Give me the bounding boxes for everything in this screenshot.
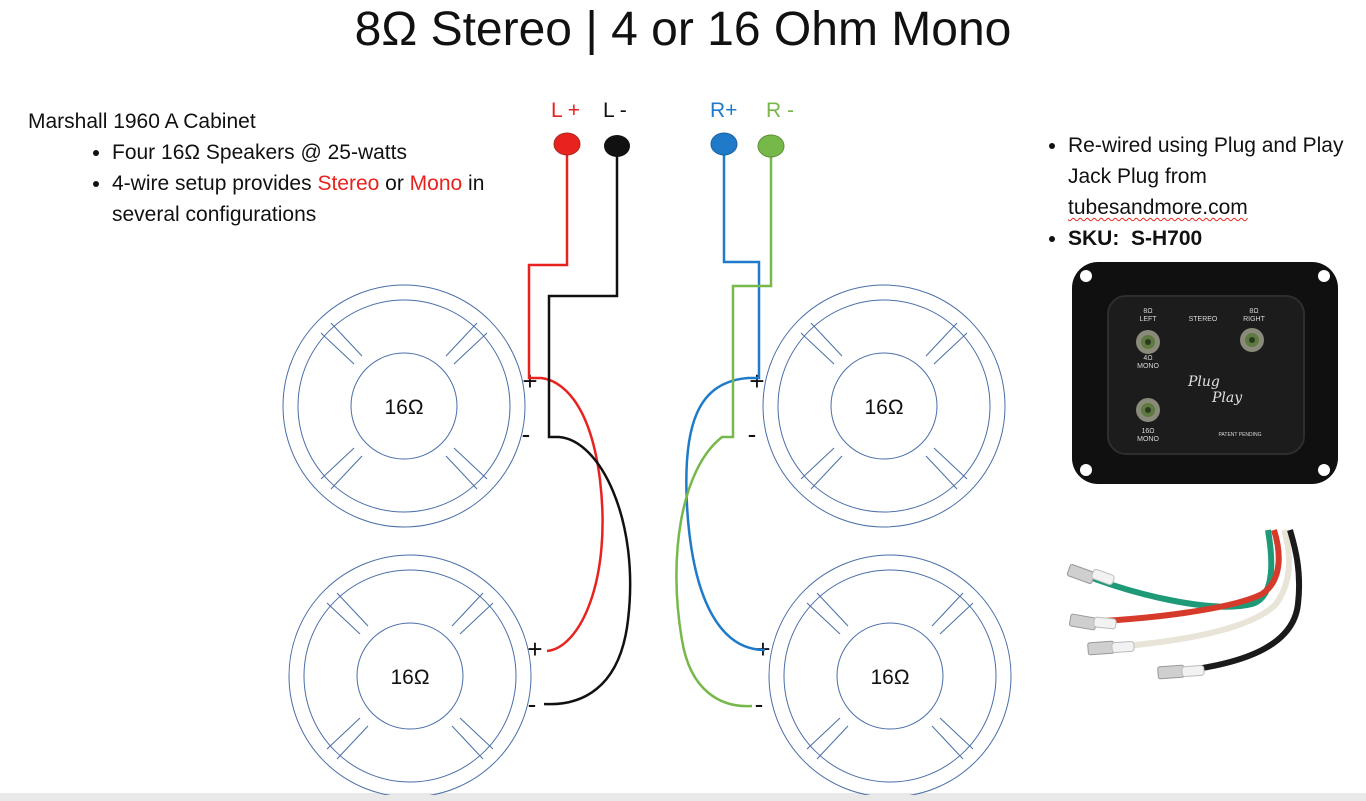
stereo-highlight: Stereo [317,172,380,195]
wire-setup-text-2: or [379,172,410,195]
polarity-minus-bottom-left: - [528,689,537,719]
polarity-minus-top-right: - [748,419,757,449]
slide-bottom-band [0,793,1366,801]
polarity-plus-top-right: + [749,366,764,396]
jack-brand-play: Play [1211,390,1243,406]
speaker-top-right-label: 16Ω [864,396,903,419]
vendor-link[interactable]: tubesandmore.com [1068,196,1248,219]
wire-harness-image [1066,529,1303,680]
speaker-bottom-right-label: 16Ω [870,666,909,689]
speaker-spec-text: Four 16Ω Speakers @ 25-watts [112,141,407,164]
terminal-label-right-plus: R+ [710,99,737,123]
rewired-bullet: Re-wired using Plug and Play Jack Plug f… [1068,130,1360,223]
cabinet-description: Marshall 1960 A Cabinet Four 16Ω Speaker… [28,106,488,230]
sku-value: S-H700 [1131,227,1203,250]
terminal-left-minus [604,135,630,157]
jack-patent-label: PATENT PENDING [1218,432,1261,438]
jack-mono16-label: MONO [1137,436,1159,443]
terminal-label-right-minus: R - [766,99,794,123]
terminal-label-right-minus-text: R - [766,99,794,122]
polarity-minus-top-left: - [522,419,531,449]
cabinet-heading: Marshall 1960 A Cabinet [28,110,256,133]
jack-right-impedance: 8Ω [1249,308,1258,315]
speaker-bottom-left-label: 16Ω [390,666,429,689]
speaker-spec-bullet: Four 16Ω Speakers @ 25-watts [112,137,488,168]
jack-brand-plug: Plug [1187,374,1220,390]
wiring-diagram: 16Ω 16Ω 16Ω 16Ω + - + - + - + - [282,132,1012,795]
terminal-label-left-minus-text: L - [603,99,627,122]
jack-socket-left [1136,330,1160,354]
terminal-label-left-plus-text: L + [551,99,580,122]
polarity-plus-top-left: + [522,366,537,396]
wire-left-plus [527,144,604,653]
wire-right-plus [685,144,766,652]
terminal-right-plus [710,132,738,156]
jack-bullets: Re-wired using Plug and Play Jack Plug f… [1030,130,1360,254]
jack-stereo-label: STEREO [1189,316,1218,323]
wire-setup-text-3: in several configurations [112,172,485,226]
jack-left-impedance: 8Ω [1143,308,1152,315]
jack-socket-mono16 [1136,398,1160,422]
terminal-right-minus [757,134,785,158]
sku-label: SKU: [1068,227,1120,250]
page-title: 8Ω Stereo | 4 or 16 Ohm Mono [354,3,1012,56]
terminal-label-left-minus: L - [603,99,627,123]
terminal-left-plus [553,132,581,156]
mono-highlight: Mono [409,172,463,195]
jack-description: Re-wired using Plug and Play Jack Plug f… [1030,130,1360,254]
wire-left-minus [543,146,632,706]
jack-mono4-impedance: 4Ω [1143,355,1152,362]
terminal-label-right-plus-text: R+ [710,99,738,122]
speaker-top-left-label: 16Ω [384,396,423,419]
sku-bullet: SKU: S-H700 [1068,223,1360,254]
jack-plate-image: 8Ω LEFT STEREO 8Ω RIGHT 4Ω MONO 16Ω MONO… [1072,262,1338,484]
wire-setup-text-1: 4-wire setup provides [112,172,318,195]
polarity-minus-bottom-right: - [755,689,764,719]
cabinet-bullets: Four 16Ω Speakers @ 25-watts 4-wire setu… [28,137,488,230]
wire-setup-bullet: 4-wire setup provides Stereo or Mono in … [112,168,488,230]
jack-socket-right [1240,328,1264,352]
rewired-text: Re-wired using Plug and Play Jack Plug f… [1068,134,1344,188]
terminal-label-left-plus: L + [551,99,580,123]
wire-right-minus [675,146,773,708]
jack-right-label: RIGHT [1243,316,1266,323]
jack-mono16-impedance: 16Ω [1141,428,1154,435]
jack-mono4-label: MONO [1137,363,1159,370]
jack-left-label: LEFT [1139,316,1157,323]
polarity-plus-bottom-left: + [527,634,542,664]
